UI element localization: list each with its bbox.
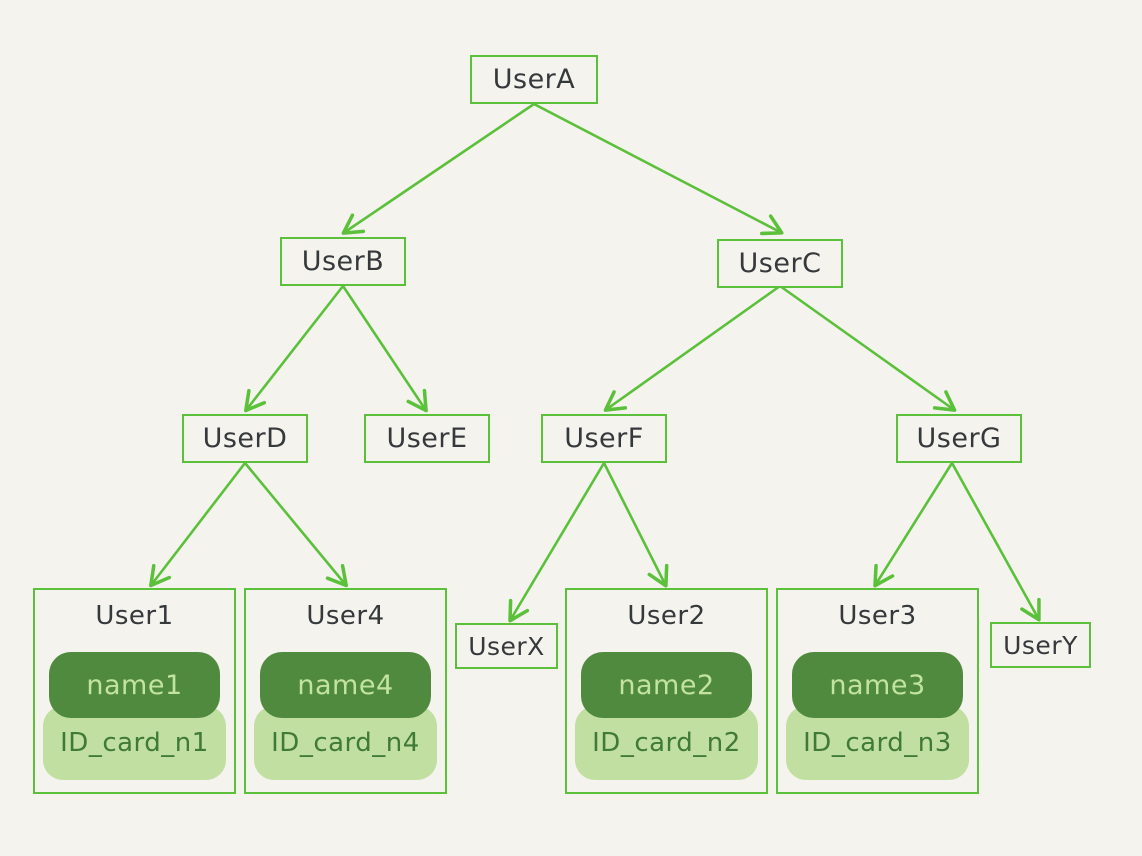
node-userF-label: UserF	[564, 423, 644, 454]
node-userX[interactable]: UserX	[455, 623, 558, 669]
node-userG-label: UserG	[916, 423, 1002, 454]
card-user4[interactable]: User4 name4 ID_card_n4	[244, 588, 447, 794]
node-userY[interactable]: UserY	[990, 622, 1091, 668]
node-userB-label: UserB	[301, 246, 385, 277]
node-userA[interactable]: UserA	[470, 55, 598, 104]
node-userE[interactable]: UserE	[364, 414, 490, 463]
card-user1-name-pill: name1	[48, 652, 221, 718]
card-user2[interactable]: User2 name2 ID_card_n2	[565, 588, 768, 794]
edge-userF-user2	[602, 461, 669, 588]
edge-userB-userE	[341, 284, 428, 413]
card-user3-idcard-pill: ID_card_n3	[785, 706, 970, 780]
edge-userD-user1	[149, 461, 247, 588]
node-userY-label: UserY	[1003, 630, 1078, 660]
card-user4-name-pill: name4	[259, 652, 432, 718]
card-user1-idcard-pill: ID_card_n1	[42, 706, 227, 780]
edge-userG-user3	[873, 461, 954, 588]
card-user2-idcard-pill: ID_card_n2	[574, 706, 759, 780]
edge-userA-userB	[341, 102, 536, 235]
node-userF[interactable]: UserF	[541, 414, 667, 463]
edge-userA-userC	[532, 102, 784, 236]
card-user3[interactable]: User3 name3 ID_card_n3	[776, 588, 979, 794]
card-user1-fields: name1 ID_card_n1	[35, 631, 234, 792]
node-userE-label: UserE	[386, 423, 468, 454]
card-user2-title: User2	[627, 601, 706, 631]
node-userB[interactable]: UserB	[280, 237, 406, 286]
edge-userB-userD	[244, 284, 345, 413]
node-userA-label: UserA	[492, 64, 576, 95]
edge-userC-userF	[603, 284, 782, 412]
card-user4-fields: name4 ID_card_n4	[246, 631, 445, 792]
node-userC-label: UserC	[738, 248, 822, 279]
node-userX-label: UserX	[468, 631, 545, 661]
edge-userC-userG	[778, 284, 957, 412]
card-user2-fields: name2 ID_card_n2	[567, 631, 766, 792]
card-user1[interactable]: User1 name1 ID_card_n1	[33, 588, 236, 794]
node-userD-label: UserD	[202, 423, 288, 454]
node-userC[interactable]: UserC	[717, 239, 843, 288]
card-user4-idcard-pill: ID_card_n4	[253, 706, 438, 780]
card-user3-name-pill: name3	[791, 652, 964, 718]
card-user3-fields: name3 ID_card_n3	[778, 631, 977, 792]
edge-userD-user4	[243, 461, 348, 588]
card-user1-title: User1	[95, 601, 174, 631]
node-userD[interactable]: UserD	[182, 414, 308, 463]
card-user4-title: User4	[306, 601, 385, 631]
card-user2-name-pill: name2	[580, 652, 753, 718]
node-userG[interactable]: UserG	[896, 414, 1022, 463]
card-user3-title: User3	[838, 601, 917, 631]
